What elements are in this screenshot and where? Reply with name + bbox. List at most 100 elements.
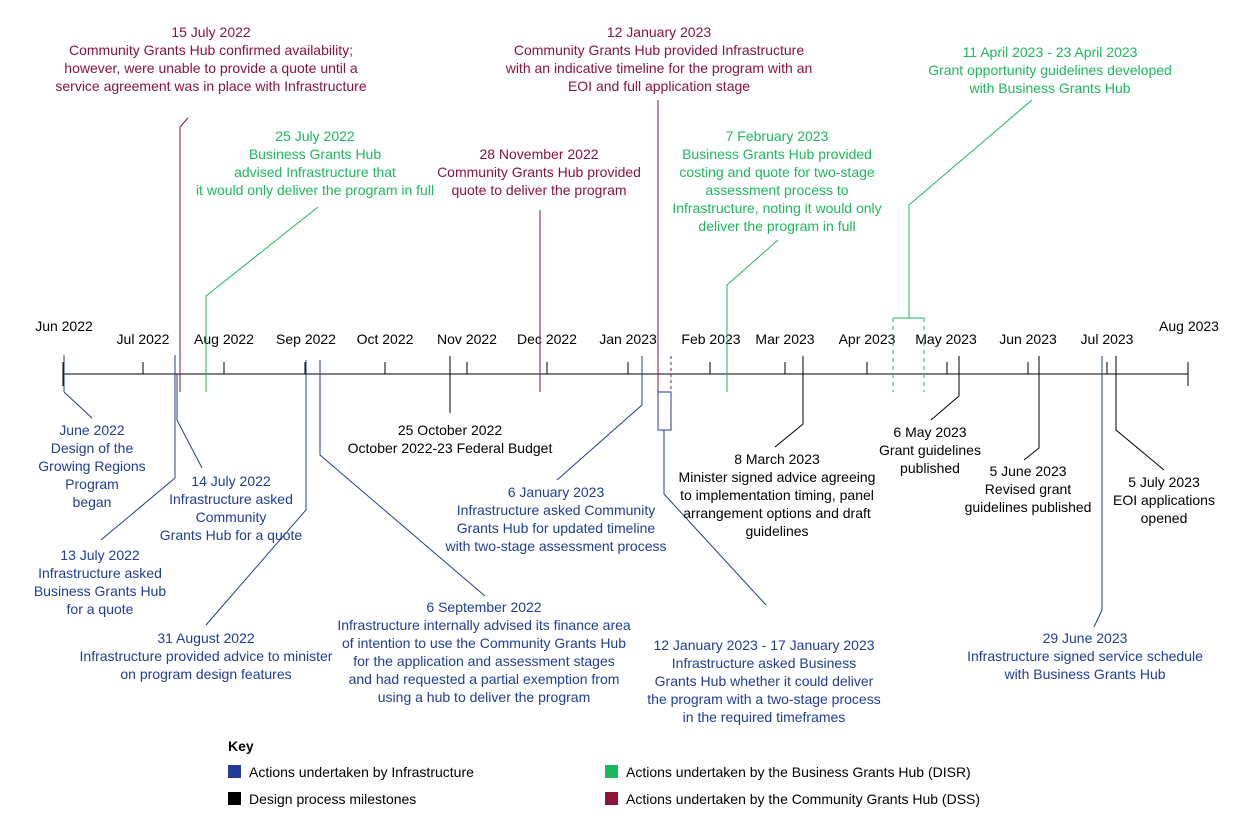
connector-31-august-2022: [205, 360, 307, 626]
month-label: Sep 2022: [276, 331, 336, 347]
event-text-line: Infrastructure asked: [38, 565, 162, 581]
event-date: 12 January 2023 - 17 January 2023: [653, 637, 874, 653]
connector-6-may-2023: [930, 356, 960, 421]
event-text-line: Growing Regions: [38, 458, 145, 474]
event-text-line: Infrastructure asked Community: [457, 502, 655, 518]
event-text-line: Business Grants Hub provided: [682, 146, 872, 162]
event-text-line: published: [900, 460, 960, 476]
event-text-line: Community: [196, 509, 267, 525]
event-text-line: Program: [65, 476, 119, 492]
event-text-line: EOI applications: [1113, 492, 1215, 508]
event-date: 13 July 2022: [60, 547, 140, 563]
month-label: Jan 2023: [599, 331, 657, 347]
connector-5-july-2023: [1115, 356, 1165, 471]
connector-6-january-2023: [556, 356, 643, 481]
month-ticks: [142, 362, 1108, 374]
event-text-line: of intention to use the Community Grants…: [342, 635, 626, 651]
event-text-line: the program with a two-stage process: [647, 691, 880, 707]
bracket-12-17-january-2023: [657, 391, 672, 431]
event-text-line: and had requested a partial exemption fr…: [349, 671, 620, 687]
event-date: 31 August 2022: [157, 630, 255, 646]
event-date: 15 July 2022: [171, 24, 251, 40]
month-label: Nov 2022: [437, 331, 497, 347]
month-label: Aug 2022: [194, 331, 254, 347]
event-text-line: for a quote: [67, 601, 134, 617]
event-date: 12 January 2023: [607, 24, 712, 40]
event-text-line: Grant opportunity guidelines developed: [928, 62, 1172, 78]
event-text-line: in the required timeframes: [683, 709, 846, 725]
month-label: Jul 2022: [117, 331, 170, 347]
event-text-line: assessment process to: [705, 182, 848, 198]
key-title: Key: [228, 738, 254, 754]
key-swatch-community: [605, 792, 618, 805]
event-text-line: using a hub to deliver the program: [378, 689, 590, 705]
event-date: 5 June 2023: [989, 463, 1066, 479]
connectors: [63, 99, 1165, 628]
event-text-line: Grant guidelines: [879, 442, 981, 458]
event-text-line: however, were unable to provide a quote …: [64, 60, 358, 76]
event-text-line: opened: [1141, 510, 1188, 526]
month-label: Dec 2022: [517, 331, 577, 347]
connector-15-july-2022: [179, 117, 189, 392]
month-label: Mar 2023: [755, 331, 814, 347]
key-label-business: Actions undertaken by the Business Grant…: [626, 764, 971, 780]
event-text-line: with Business Grants Hub: [968, 80, 1130, 96]
event-text-line: Community Grants Hub provided Infrastruc…: [514, 42, 804, 58]
event-text-line: Grants Hub for a quote: [160, 527, 303, 543]
event-text-line: advised Infrastructure that: [234, 164, 396, 180]
month-label: Jun 2022: [35, 318, 93, 334]
month-label: Feb 2023: [681, 331, 740, 347]
event-text-line: Infrastructure signed service schedule: [967, 648, 1203, 664]
event-text-line: Revised grant: [985, 481, 1071, 497]
connector-29-june-2023: [1093, 356, 1103, 628]
event-text-line: Infrastructure, noting it would only: [672, 200, 881, 216]
event-text-line: costing and quote for two-stage: [679, 164, 875, 180]
event-date: 29 June 2023: [1043, 630, 1128, 646]
event-text-line: guidelines published: [965, 499, 1092, 515]
month-label: Jul 2023: [1081, 331, 1134, 347]
event-text-line: Minister signed advice agreeing: [679, 469, 876, 485]
event-text-line: for the application and assessment stage…: [353, 653, 615, 669]
event-date: 5 July 2023: [1128, 474, 1200, 490]
event-text-line: began: [73, 494, 112, 510]
connector-8-march-2023: [774, 356, 804, 448]
event-text-line: service agreement was in place with Infr…: [55, 78, 366, 94]
key-swatch-business: [605, 765, 618, 778]
month-label: May 2023: [915, 331, 977, 347]
event-text-line: Infrastructure asked: [169, 491, 293, 507]
key-label-infrastructure: Actions undertaken by Infrastructure: [249, 764, 474, 780]
event-date: 6 May 2023: [893, 424, 966, 440]
event-text-line: it would only deliver the program in ful…: [196, 182, 434, 198]
connector-7-february-2023: [726, 239, 779, 392]
event-text-line: Infrastructure asked Business: [672, 655, 856, 671]
event-text-line: with two-stage assessment process: [445, 538, 667, 554]
key-legend: Key Actions undertaken by Infrastructure…: [228, 738, 980, 807]
event-text-line: October 2022-23 Federal Budget: [348, 440, 553, 456]
event-date: 25 July 2022: [275, 128, 355, 144]
connector-25-july-2022: [205, 206, 319, 392]
event-text-line: Infrastructure provided advice to minist…: [80, 648, 333, 664]
event-date: 11 April 2023 - 23 April 2023: [963, 44, 1138, 60]
month-label: Apr 2023: [839, 331, 896, 347]
event-date: 6 September 2022: [426, 599, 541, 615]
event-text-line: to implementation timing, panel: [680, 487, 874, 503]
event-text-line: on program design features: [120, 666, 291, 682]
event-text-line: deliver the program in full: [698, 218, 855, 234]
event-date: 8 March 2023: [734, 451, 820, 467]
